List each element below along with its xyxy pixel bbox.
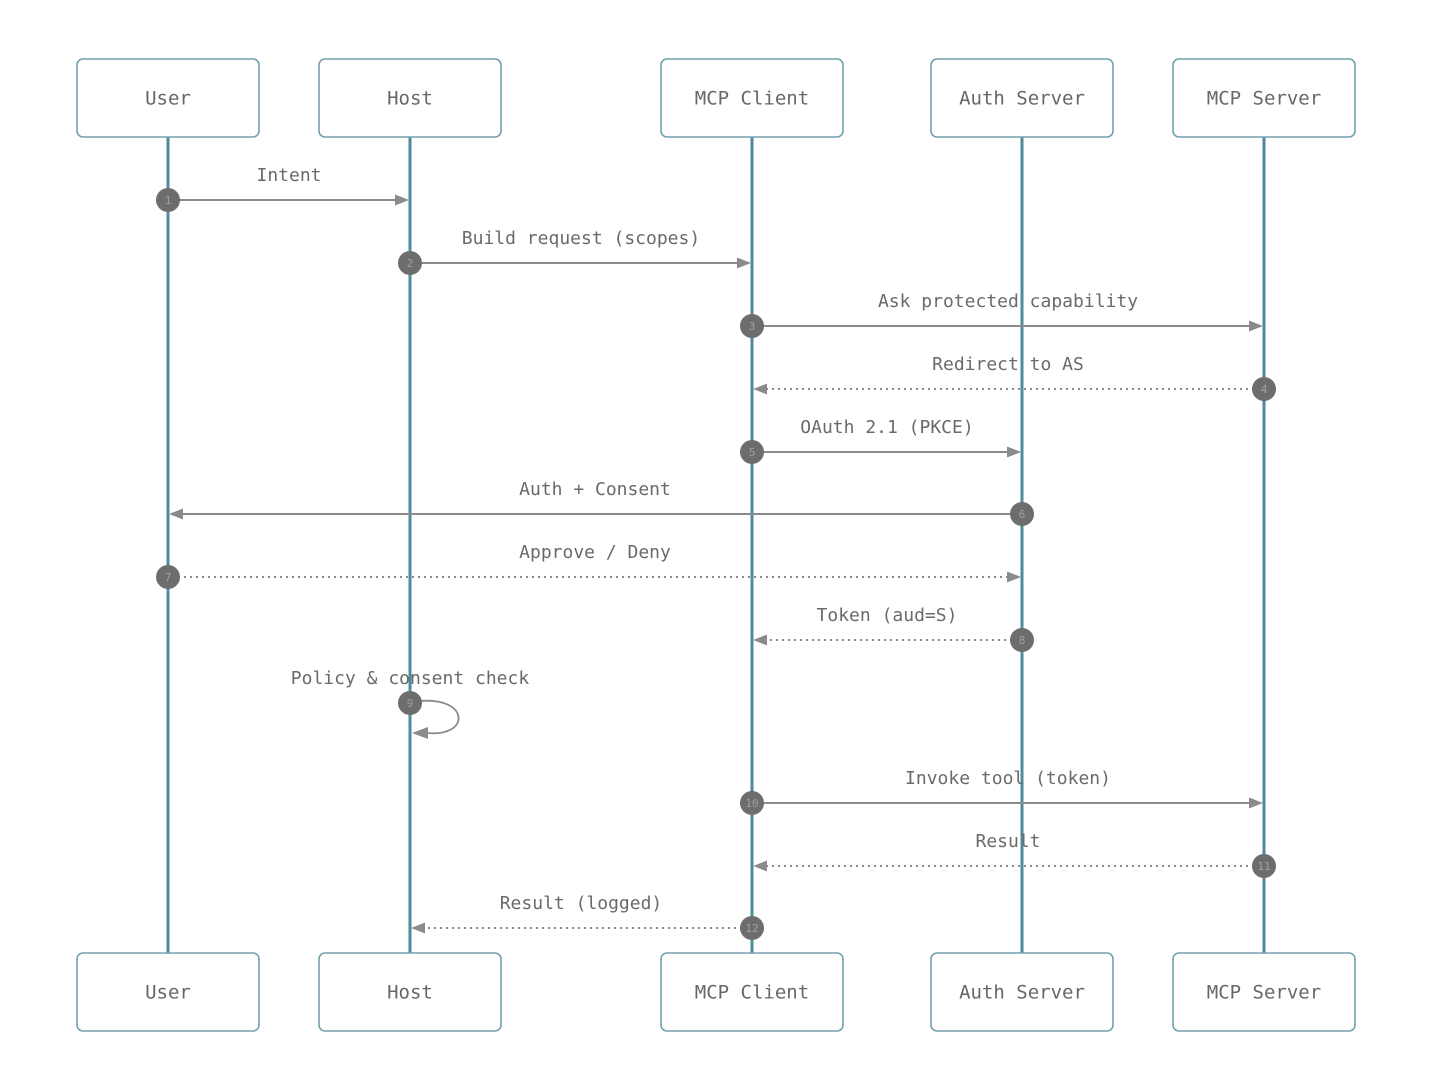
actor-box-rect	[930, 58, 1114, 138]
step-circle	[1010, 628, 1034, 652]
message-label: OAuth 2.1 (PKCE)	[800, 417, 973, 438]
message-3: 3 Ask protected capability	[740, 291, 1263, 338]
message-label: Result	[975, 831, 1040, 852]
arrowhead-icon	[1249, 320, 1263, 332]
step-number: 9	[407, 697, 414, 710]
message-11: 11 Result	[753, 831, 1276, 878]
message-label: Redirect to AS	[932, 354, 1084, 375]
message-6: 6 Auth + Consent	[169, 479, 1034, 526]
step-circle	[740, 791, 764, 815]
message-12: 12 Result (logged)	[411, 893, 764, 940]
step-number: 6	[1019, 508, 1026, 521]
arrowhead-icon	[753, 860, 767, 872]
arrowhead-icon	[395, 194, 409, 206]
actor-box-rect	[660, 58, 844, 138]
message-4: 4 Redirect to AS	[753, 354, 1276, 401]
step-circle	[1010, 502, 1034, 526]
message-2: 2 Build request (scopes)	[398, 228, 751, 275]
step-number: 7	[165, 571, 172, 584]
step-number: 11	[1257, 860, 1270, 873]
step-circle	[398, 691, 422, 715]
step-number: 8	[1019, 634, 1026, 647]
actor-box-rect	[318, 58, 502, 138]
message-8: 8 Token (aud=S)	[753, 605, 1034, 652]
actor-box-user-bottom: User	[76, 952, 260, 1032]
message-label: Auth + Consent	[519, 479, 671, 500]
message-label: Result (logged)	[500, 893, 663, 914]
actor-box-mcp-server-top: MCP Server	[1172, 58, 1356, 138]
message-10: 10 Invoke tool (token)	[740, 768, 1263, 815]
actor-name: Auth Server	[959, 88, 1085, 110]
step-circle	[740, 314, 764, 338]
step-number: 12	[745, 922, 758, 935]
actor-name: Host	[387, 982, 433, 1004]
step-number: 1	[165, 194, 172, 207]
actor-box-rect	[318, 952, 502, 1032]
arrowhead-icon	[1249, 797, 1263, 809]
actor-box-host-bottom: Host	[318, 952, 502, 1032]
message-label: Ask protected capability	[878, 291, 1138, 312]
step-circle	[740, 916, 764, 940]
step-number: 4	[1261, 383, 1268, 396]
step-number: 10	[745, 797, 758, 810]
actor-name: MCP Client	[695, 88, 809, 110]
arrowhead-icon	[411, 922, 425, 934]
step-number: 5	[749, 446, 756, 459]
step-circle	[398, 251, 422, 275]
message-1: 1 Intent	[156, 165, 409, 212]
arrowhead-icon	[412, 727, 428, 739]
step-circle	[1252, 854, 1276, 878]
actor-name: User	[145, 88, 191, 110]
step-circle	[156, 565, 180, 589]
actor-box-mcp-client-top: MCP Client	[660, 58, 844, 138]
actor-box-mcp-server-bottom: MCP Server	[1172, 952, 1356, 1032]
arrowhead-icon	[753, 634, 767, 646]
actor-name: User	[145, 982, 191, 1004]
arrowhead-icon	[1007, 446, 1021, 458]
arrowhead-icon	[1007, 571, 1021, 583]
actor-box-host-top: Host	[318, 58, 502, 138]
actor-box-auth-server-top: Auth Server	[930, 58, 1114, 138]
actor-name: MCP Server	[1207, 88, 1321, 110]
step-number: 2	[407, 257, 414, 270]
arrowhead-icon	[737, 257, 751, 269]
message-5: 5 OAuth 2.1 (PKCE)	[740, 417, 1021, 464]
actor-box-rect	[1172, 952, 1356, 1032]
step-circle	[156, 188, 180, 212]
message-label: Policy & consent check	[291, 668, 530, 689]
message-label: Token (aud=S)	[817, 605, 958, 626]
message-label: Intent	[256, 165, 321, 186]
actor-box-auth-server-bottom: Auth Server	[930, 952, 1114, 1032]
step-number: 3	[749, 320, 756, 333]
actor-box-rect	[660, 952, 844, 1032]
actor-box-rect	[930, 952, 1114, 1032]
actor-box-rect	[76, 58, 260, 138]
self-loop-arc	[419, 699, 460, 735]
arrowhead-icon	[753, 383, 767, 395]
actor-box-rect	[76, 952, 260, 1032]
actor-name: Host	[387, 88, 433, 110]
actor-box-mcp-client-bottom: MCP Client	[660, 952, 844, 1032]
message-7: 7 Approve / Deny	[156, 542, 1021, 589]
actor-name: MCP Server	[1207, 982, 1321, 1004]
message-label: Build request (scopes)	[462, 228, 700, 249]
message-label: Invoke tool (token)	[905, 768, 1111, 789]
actor-name: Auth Server	[959, 982, 1085, 1004]
actor-box-rect	[1172, 58, 1356, 138]
step-circle	[740, 440, 764, 464]
message-label: Approve / Deny	[519, 542, 671, 563]
message-9: 9 Policy & consent check	[291, 668, 530, 739]
step-circle	[1252, 377, 1276, 401]
arrowhead-icon	[169, 508, 183, 520]
actor-name: MCP Client	[695, 982, 809, 1004]
actor-box-user-top: User	[76, 58, 260, 138]
